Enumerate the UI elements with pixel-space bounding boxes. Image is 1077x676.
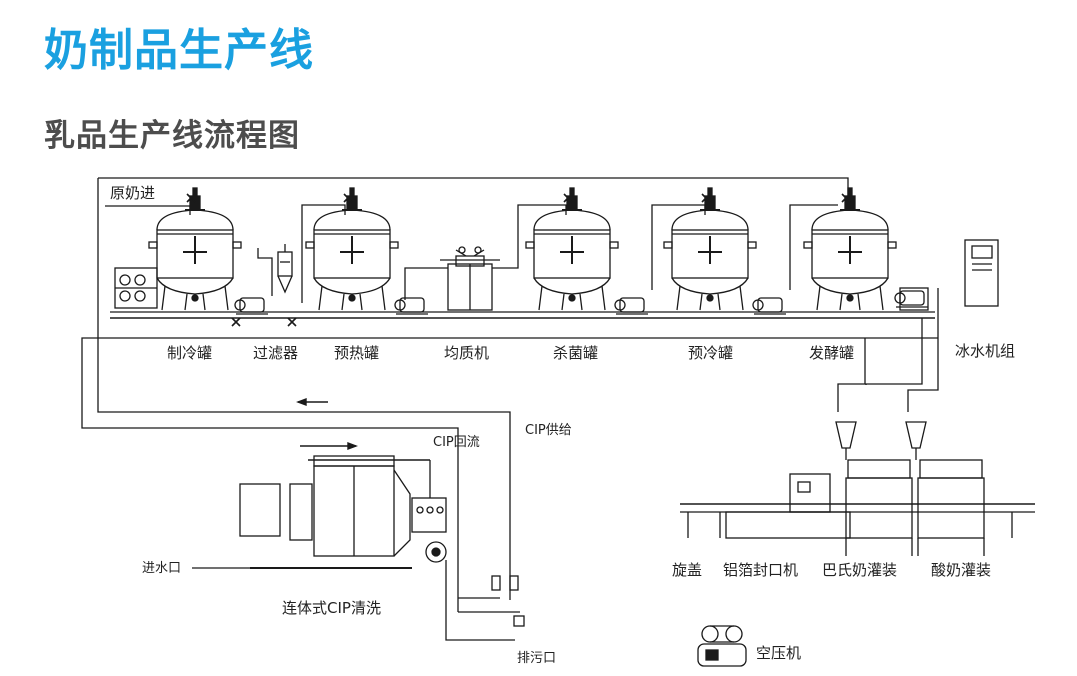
arrow-right-icon: [300, 441, 358, 451]
filter-label: 过滤器: [253, 344, 299, 362]
sterilizing-tank-label: 杀菌罐: [553, 344, 599, 362]
drain-pipe: [445, 560, 515, 641]
raw-milk-in-label: 原奶进: [110, 184, 156, 202]
precooling-tank-graphic: [663, 187, 757, 311]
cip-return-label: CIP回流: [433, 435, 480, 450]
foil-sealer-label: 铝箔封口机: [723, 561, 799, 579]
cip-supply-label: CIP供给: [525, 423, 572, 438]
cooling-tank-label: 制冷罐: [167, 344, 213, 362]
preheat-tank-label: 预热罐: [334, 344, 380, 362]
page-title: 奶制品生产线: [44, 25, 314, 76]
capping-label: 旋盖: [672, 561, 703, 579]
refrigeration-unit-graphic: [114, 267, 158, 309]
preheat-tank-graphic: [305, 187, 399, 311]
cip-supply-pipe: [81, 337, 459, 612]
homogenizer-label: 均质机: [444, 344, 490, 362]
top-pipe: [98, 177, 849, 205]
ice-water-unit-graphic: [964, 239, 999, 307]
cip-return-pipe: [97, 340, 511, 600]
air-compressor-label: 空压机: [756, 644, 802, 662]
cip-to-ice-pipe: [907, 288, 939, 412]
sterilizing-tank-graphic: [525, 187, 619, 311]
drain-label: 排污口: [517, 651, 557, 666]
fermentation-tank-label: 发酵罐: [809, 344, 855, 362]
fermentation-tank-graphic: [803, 187, 897, 311]
ice-water-unit-label: 冰水机组: [955, 342, 1016, 360]
arrow-left-icon: [296, 397, 328, 407]
filter-graphic: [257, 244, 293, 296]
pasteurized-filling-label: 巴氏奶灌装: [822, 561, 898, 579]
air-compressor-graphic: [697, 625, 747, 667]
filling-line-graphic: [680, 421, 1035, 556]
homogenizer-graphic: [440, 246, 500, 311]
cip-machine-graphic: [239, 455, 447, 569]
water-inlet-label: 进水口: [142, 561, 182, 576]
precooling-tank-label: 预冷罐: [688, 344, 734, 362]
diagram-title: 乳品生产线流程图: [44, 118, 300, 154]
continuous-cip-label: 连体式CIP清洗: [282, 599, 381, 617]
raw-milk-line: [105, 205, 191, 215]
yogurt-filling-label: 酸奶灌装: [931, 561, 992, 579]
